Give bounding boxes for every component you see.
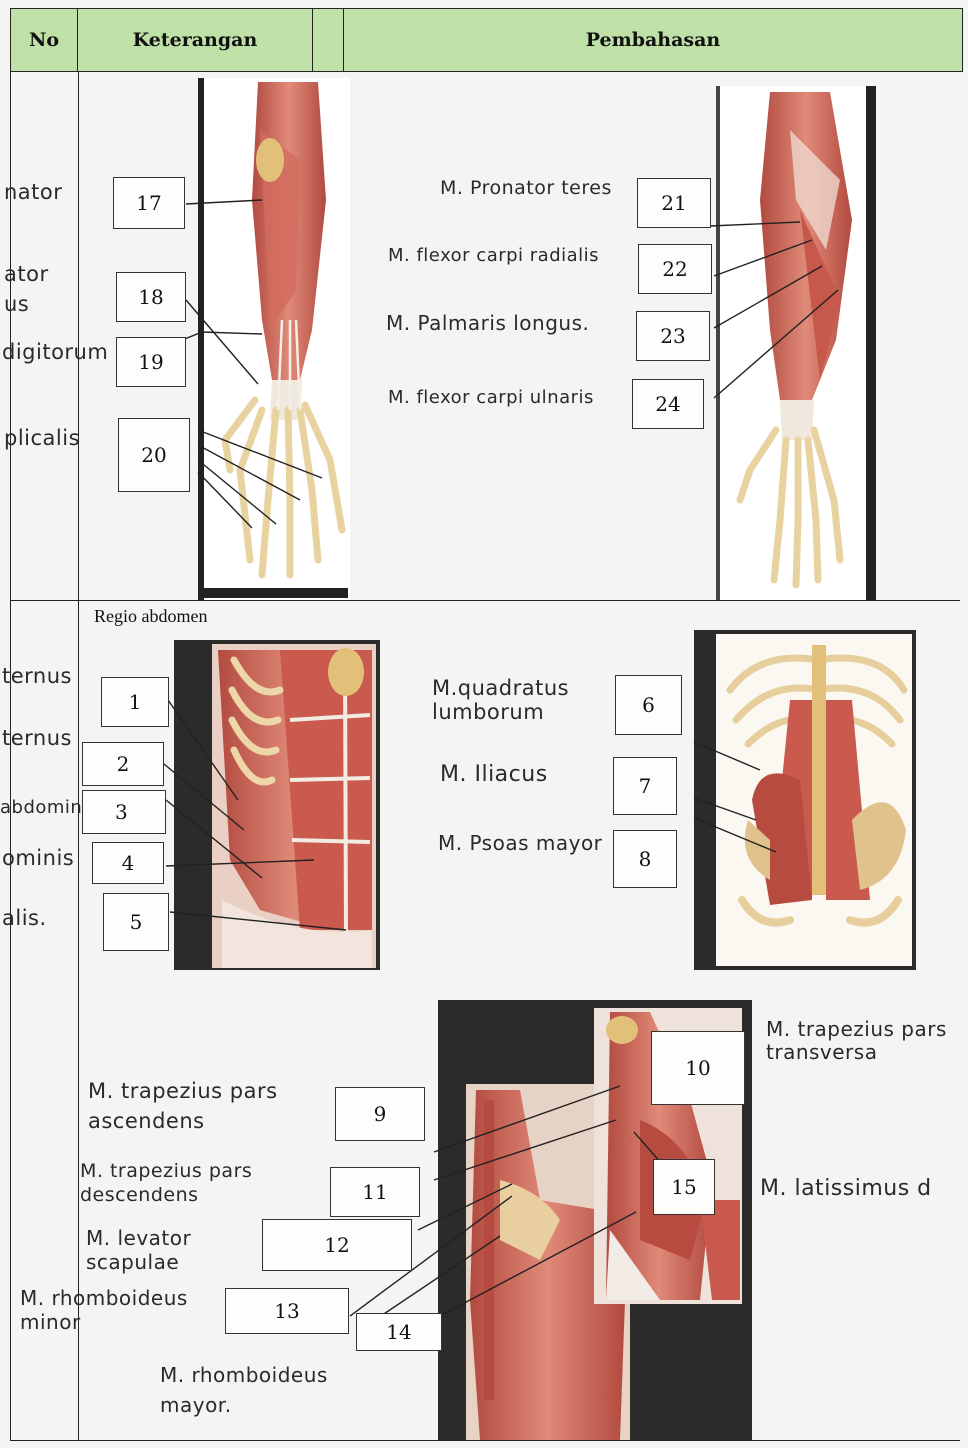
label-box-22[interactable]: 22: [638, 244, 712, 294]
posterior-abdominal-wall-illustration: [694, 630, 916, 970]
label-box-23[interactable]: 23: [636, 311, 710, 361]
label-box-4[interactable]: 4: [92, 842, 164, 884]
answer-14-text: M. rhomboideus mayor.: [160, 1363, 328, 1417]
label-box-6[interactable]: 6: [615, 675, 682, 735]
margin-label: ternus: [2, 664, 72, 688]
margin-label: digitorum: [2, 340, 108, 364]
label-box-20[interactable]: 20: [118, 418, 190, 492]
margin-label: ternus: [2, 726, 72, 750]
answer-6-text: M.quadratus lumborum: [432, 676, 569, 724]
answer-10-text: M. trapezius pars transversa: [766, 1017, 947, 1064]
answer-10: M. trapezius pars transversa: [766, 1018, 966, 1064]
label-box-7[interactable]: 7: [613, 757, 677, 815]
label-box-19[interactable]: 19: [116, 337, 186, 387]
label-box-1[interactable]: 1: [101, 677, 169, 727]
answer-13: M. rhomboideus minor: [20, 1286, 230, 1334]
label-box-10[interactable]: 10: [651, 1031, 745, 1105]
label-box-15[interactable]: 15: [653, 1159, 715, 1215]
label-box-5[interactable]: 5: [103, 893, 169, 951]
margin-label: ator: [4, 262, 49, 286]
margin-label: nator: [4, 180, 62, 204]
answer-9: M. trapezius pars ascendens: [88, 1076, 328, 1137]
answer-23: M. Palmaris longus.: [386, 312, 589, 335]
margin-label: ominis: [2, 846, 74, 870]
label-box-13[interactable]: 13: [225, 1288, 349, 1334]
label-box-12[interactable]: 12: [262, 1219, 412, 1271]
label-box-24[interactable]: 24: [632, 379, 704, 429]
label-box-21[interactable]: 21: [637, 178, 711, 228]
label-box-14[interactable]: 14: [356, 1313, 442, 1351]
answer-12: M. levator scapulae: [86, 1226, 246, 1274]
answer-13-text: M. rhomboideus minor: [20, 1286, 188, 1334]
answer-11: M. trapezius pars descendens: [80, 1160, 320, 1208]
answer-24: M. flexor carpi ulnaris: [388, 388, 594, 409]
margin-label: us: [4, 292, 29, 316]
answer-8: M. Psoas mayor: [438, 832, 602, 855]
margin-label: plicalis: [4, 426, 80, 450]
margin-label: alis.: [2, 906, 47, 930]
label-box-11[interactable]: 11: [330, 1167, 420, 1217]
answer-7: M. Iliacus: [440, 762, 548, 787]
answer-9-text: M. trapezius pars ascendens: [88, 1079, 278, 1133]
abdomen-anterior-illustration: [174, 640, 380, 970]
forearm-anterior-illustration: [716, 86, 876, 600]
answer-22: M. flexor carpi radialis: [388, 246, 599, 267]
label-box-17[interactable]: 17: [113, 177, 185, 229]
section-title-abdomen: Regio abdomen: [94, 606, 207, 627]
answer-15: M. latissimus d: [760, 1176, 932, 1201]
label-box-2[interactable]: 2: [82, 742, 164, 786]
label-box-9[interactable]: 9: [335, 1087, 425, 1141]
answer-11-text: M. trapezius pars descendens: [80, 1160, 252, 1206]
answer-14: M. rhomboideus mayor.: [160, 1360, 380, 1420]
label-box-8[interactable]: 8: [613, 830, 677, 888]
answer-21: M. Pronator teres: [440, 178, 612, 200]
answer-12-text: M. levator scapulae: [86, 1226, 191, 1274]
label-box-18[interactable]: 18: [116, 272, 186, 322]
label-box-3[interactable]: 3: [82, 790, 166, 834]
answer-6: M.quadratus lumborum: [432, 676, 602, 724]
